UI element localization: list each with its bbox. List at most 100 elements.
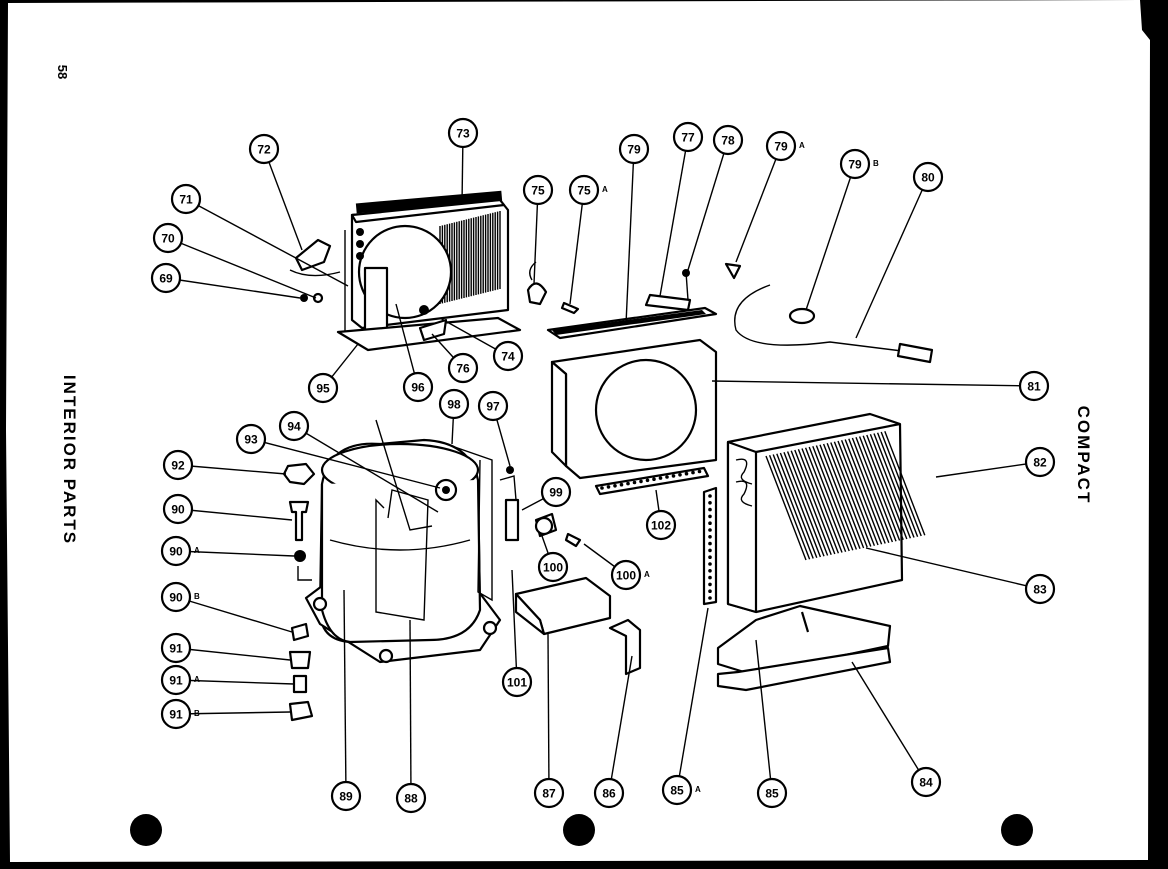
callout-98: 98	[438, 388, 470, 420]
callout-94-label: 94	[287, 420, 301, 434]
callout-91b-circle	[160, 698, 192, 730]
callout-79: 79	[618, 133, 650, 165]
callout-74-circle	[492, 340, 524, 372]
callout-98-circle	[438, 388, 470, 420]
callout-89-circle	[330, 780, 362, 812]
callout-82-circle	[1024, 446, 1056, 478]
callout-101-leader	[511, 569, 518, 683]
callout-91-label: 91	[169, 642, 183, 656]
callout-91b-label: 91	[169, 708, 183, 722]
callout-88-circle	[395, 782, 427, 814]
callout-80: 80	[912, 161, 944, 193]
washer-90a	[294, 550, 306, 562]
callout-90b: 90 B	[160, 581, 200, 613]
callout-77-leader	[659, 136, 689, 297]
callout-92: 92	[162, 449, 194, 481]
callout-90b-label: 90	[169, 591, 183, 605]
callout-73-label: 73	[456, 127, 470, 141]
callout-78-leader	[687, 139, 729, 271]
callout-83-circle	[1024, 573, 1056, 605]
callout-79b-leader	[805, 163, 856, 311]
callout-90: 90	[162, 493, 194, 525]
callout-80-circle	[912, 161, 944, 193]
callout-96-circle	[402, 371, 434, 403]
tube-98	[445, 443, 493, 602]
callout-74-label: 74	[501, 350, 515, 364]
callout-82: 82	[1024, 446, 1056, 478]
callout-93-label: 93	[244, 433, 258, 447]
thermostat-75	[526, 282, 548, 306]
callout-71: 71	[170, 183, 202, 215]
callout-74: 74	[492, 340, 524, 372]
callout-96-label: 96	[411, 381, 425, 395]
callout-76-label: 76	[456, 362, 470, 376]
screw-70	[312, 292, 324, 304]
callout-72-leader	[263, 148, 303, 251]
callout-91b: 91 B	[160, 698, 200, 730]
callout-99-circle	[540, 476, 572, 508]
plug-79b	[788, 307, 816, 325]
bracket-77	[644, 293, 692, 312]
callout-75-circle	[522, 174, 554, 206]
tube-94	[375, 419, 433, 531]
callout-80-label: 80	[921, 171, 935, 185]
callout-91a-circle	[160, 664, 192, 696]
bracket-76	[418, 318, 448, 342]
callout-79-circle	[618, 133, 650, 165]
callout-75a-suffix: A	[602, 185, 608, 194]
compressor	[304, 438, 502, 664]
callout-77-circle	[672, 121, 704, 153]
callout-71-leader	[185, 198, 349, 287]
callout-87-leader	[547, 633, 550, 794]
callout-91a-leader	[175, 679, 295, 685]
callout-75-label: 75	[531, 184, 545, 198]
callout-72-label: 72	[257, 143, 271, 157]
callout-77: 77	[672, 121, 704, 153]
screw-79a	[724, 262, 742, 280]
callout-90a-leader	[175, 550, 295, 557]
callout-88-leader	[409, 619, 412, 799]
fan-shroud	[550, 338, 718, 480]
callout-73: 73	[447, 117, 479, 149]
callout-81-label: 81	[1027, 380, 1041, 394]
callout-100a-label: 100	[616, 569, 636, 583]
callout-85a-label: 85	[670, 784, 684, 798]
callout-69-leader	[165, 277, 301, 299]
callout-84-circle	[910, 766, 942, 798]
callout-75a: 75 A	[568, 174, 608, 206]
callout-90b-circle	[160, 581, 192, 613]
callout-91b-suffix: B	[194, 709, 200, 718]
callout-101: 101	[501, 666, 533, 698]
callout-98-label: 98	[447, 398, 461, 412]
callout-71-circle	[170, 183, 202, 215]
callout-97-circle	[477, 390, 509, 422]
callout-86-circle	[593, 777, 625, 809]
mount-90b	[290, 622, 310, 642]
grommet-91b	[288, 700, 314, 722]
callout-78-label: 78	[721, 134, 735, 148]
callout-75a-label: 75	[577, 184, 591, 198]
callout-89-leader	[343, 589, 347, 797]
callout-69-label: 69	[159, 272, 173, 286]
callout-79b-label: 79	[848, 158, 862, 172]
callout-90b-suffix: B	[194, 592, 200, 601]
callout-99-label: 99	[549, 486, 563, 500]
callout-85: 85	[756, 777, 788, 809]
callout-99: 99	[540, 476, 572, 508]
callout-90b-leader	[175, 596, 293, 633]
callout-87-circle	[533, 777, 565, 809]
screw-75a	[560, 301, 580, 315]
bracket-86	[608, 618, 642, 676]
callout-91a-suffix: A	[194, 675, 200, 684]
callout-91b-leader	[175, 711, 291, 715]
callout-91a-label: 91	[169, 674, 183, 688]
callout-72-circle	[248, 133, 280, 165]
callout-90-leader	[177, 508, 293, 521]
callout-83-leader	[865, 547, 1041, 590]
callout-86-leader	[608, 655, 633, 794]
callout-95: 95	[307, 372, 339, 404]
